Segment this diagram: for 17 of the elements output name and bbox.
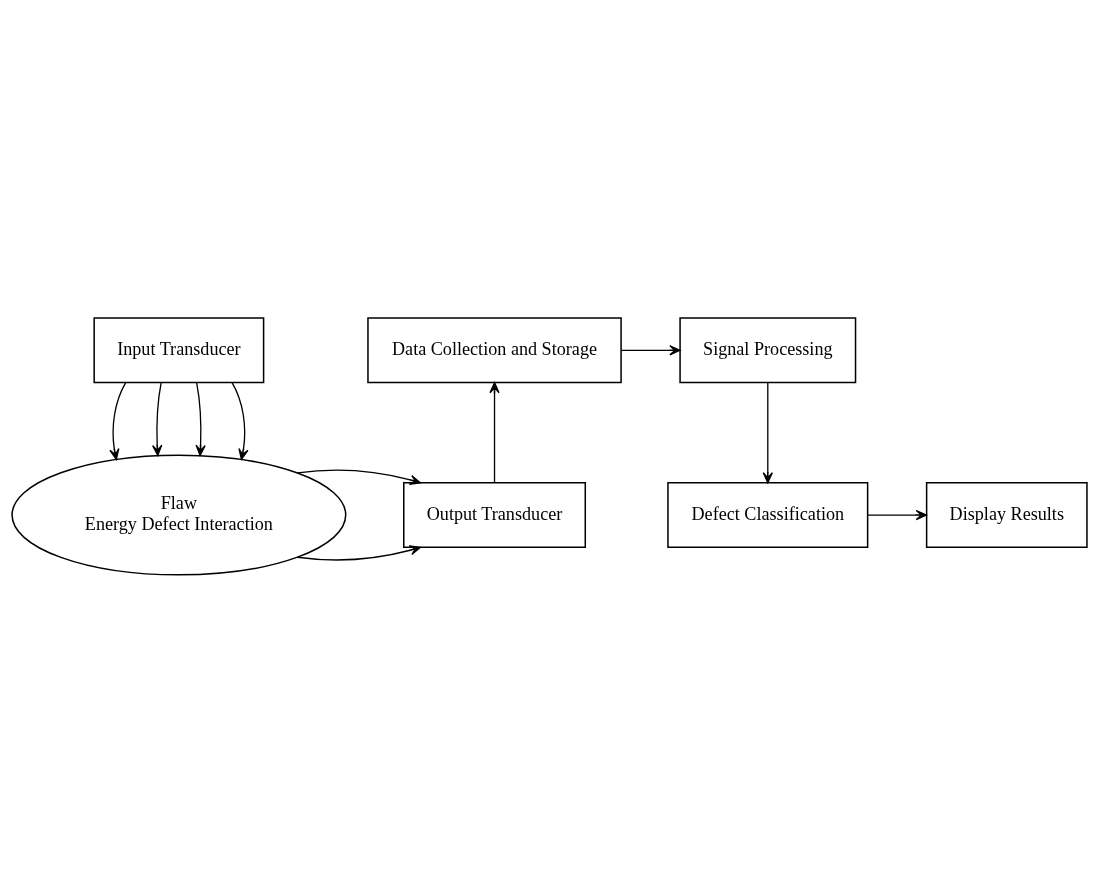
- arrow: [489, 381, 500, 483]
- node-ellipse: Flaw Energy Defect Interaction: [11, 454, 347, 576]
- arrow: [152, 381, 163, 456]
- node-box: Signal Processing: [679, 316, 857, 383]
- node-box: Display Results: [925, 481, 1088, 548]
- arrow: [762, 381, 773, 483]
- node-box: Defect Classification: [667, 481, 869, 548]
- node-box: Data Collection and Storage: [367, 316, 622, 383]
- node-box: Input Transducer: [93, 316, 265, 383]
- arrow: [195, 381, 206, 456]
- arrow: [296, 544, 421, 561]
- arrow: [231, 381, 249, 460]
- node-box: Output Transducer: [403, 481, 587, 548]
- arrow: [296, 469, 421, 485]
- arrow: [867, 509, 928, 520]
- arrow: [620, 344, 681, 355]
- arrow: [109, 381, 127, 460]
